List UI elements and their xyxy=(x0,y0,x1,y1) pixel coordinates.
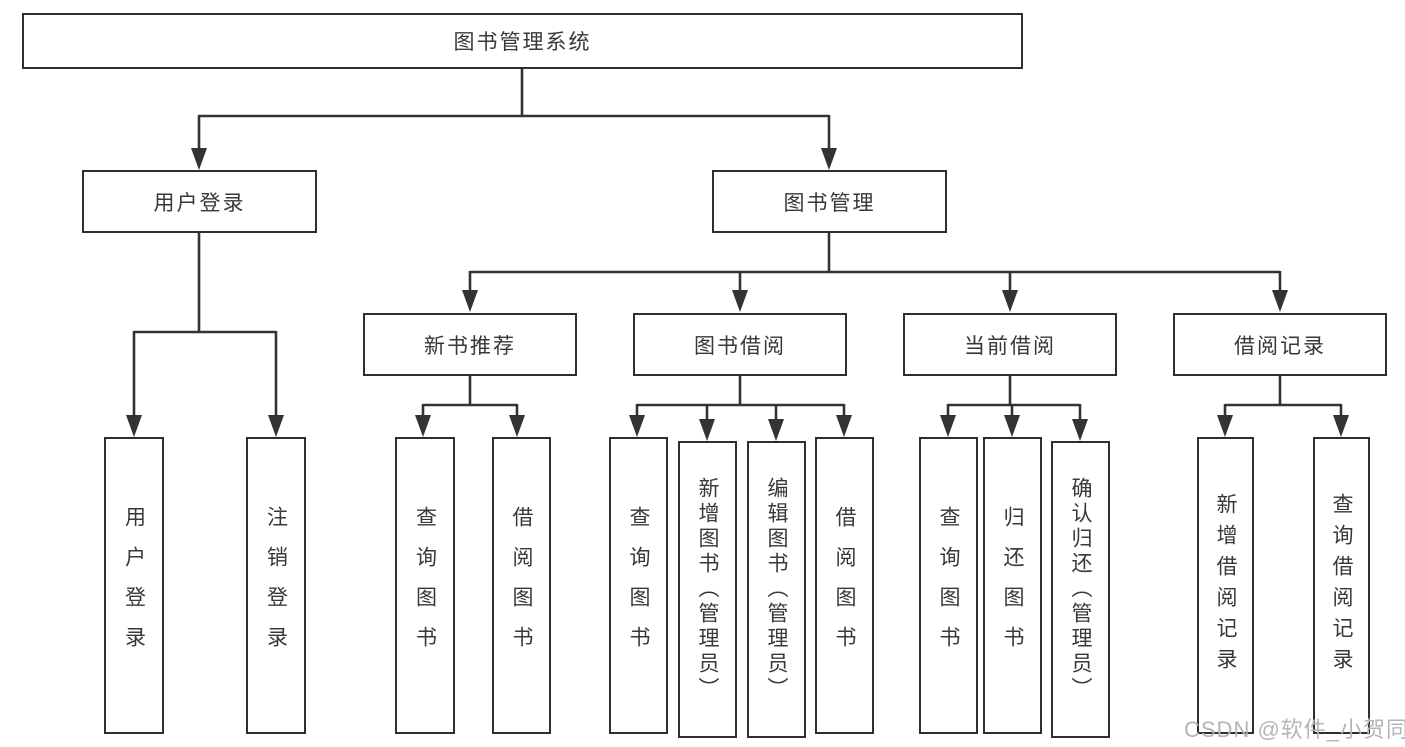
leaf-cb-confirm-return-admin-label: 确认归还（管理员） xyxy=(1069,477,1092,702)
leaf-br-add-record: 新增借阅记录 xyxy=(1197,437,1254,734)
node-book-borrow: 图书借阅 xyxy=(633,313,847,376)
leaf-bb-query-books-label: 查询图书 xyxy=(627,505,650,666)
leaf-cb-query-books: 查询图书 xyxy=(919,437,978,734)
node-current-borrow: 当前借阅 xyxy=(903,313,1117,376)
node-book-borrow-label: 图书借阅 xyxy=(694,334,786,358)
leaf-bb-edit-books-admin: 编辑图书（管理员） xyxy=(747,441,806,738)
leaf-br-add-record-label: 新增借阅记录 xyxy=(1214,492,1237,679)
leaf-cb-return-books: 归还图书 xyxy=(983,437,1042,734)
leaf-bb-add-books-admin: 新增图书（管理员） xyxy=(678,441,737,738)
leaf-bb-query-books: 查询图书 xyxy=(609,437,668,734)
csdn-watermark: CSDN @软件_小贺同学 xyxy=(1184,717,1405,742)
leaf-logout-label: 注销登录 xyxy=(264,505,288,666)
leaf-user-login: 用户登录 xyxy=(104,437,164,734)
node-book-mgmt-label: 图书管理 xyxy=(783,191,876,215)
leaf-nbr-borrow-books-label: 借阅图书 xyxy=(510,505,533,666)
leaf-br-query-record: 查询借阅记录 xyxy=(1313,437,1370,734)
leaf-logout: 注销登录 xyxy=(246,437,306,734)
leaf-nbr-borrow-books: 借阅图书 xyxy=(492,437,551,734)
leaf-bb-borrow-books: 借阅图书 xyxy=(815,437,874,734)
leaf-cb-return-books-label: 归还图书 xyxy=(1001,505,1024,666)
leaf-bb-edit-books-admin-label: 编辑图书（管理员） xyxy=(765,477,788,702)
node-root: 图书管理系统 xyxy=(22,13,1023,69)
leaf-cb-query-books-label: 查询图书 xyxy=(937,505,960,666)
node-new-book-rec: 新书推荐 xyxy=(363,313,577,376)
leaf-nbr-query-books-label: 查询图书 xyxy=(413,505,437,666)
node-current-borrow-label: 当前借阅 xyxy=(964,334,1056,358)
leaf-cb-confirm-return-admin: 确认归还（管理员） xyxy=(1051,441,1110,738)
leaf-bb-borrow-books-label: 借阅图书 xyxy=(833,505,856,666)
node-user-login-label: 用户登录 xyxy=(153,191,246,215)
leaf-br-query-record-label: 查询借阅记录 xyxy=(1330,492,1353,679)
leaf-user-login-label: 用户登录 xyxy=(122,505,146,666)
node-user-login: 用户登录 xyxy=(82,170,317,233)
node-root-label: 图书管理系统 xyxy=(453,31,592,54)
node-new-book-rec-label: 新书推荐 xyxy=(424,334,516,358)
node-borrow-records: 借阅记录 xyxy=(1173,313,1387,376)
leaf-nbr-query-books: 查询图书 xyxy=(395,437,455,734)
node-book-mgmt: 图书管理 xyxy=(712,170,947,233)
node-borrow-records-label: 借阅记录 xyxy=(1234,334,1326,358)
leaf-bb-add-books-admin-label: 新增图书（管理员） xyxy=(696,477,719,702)
